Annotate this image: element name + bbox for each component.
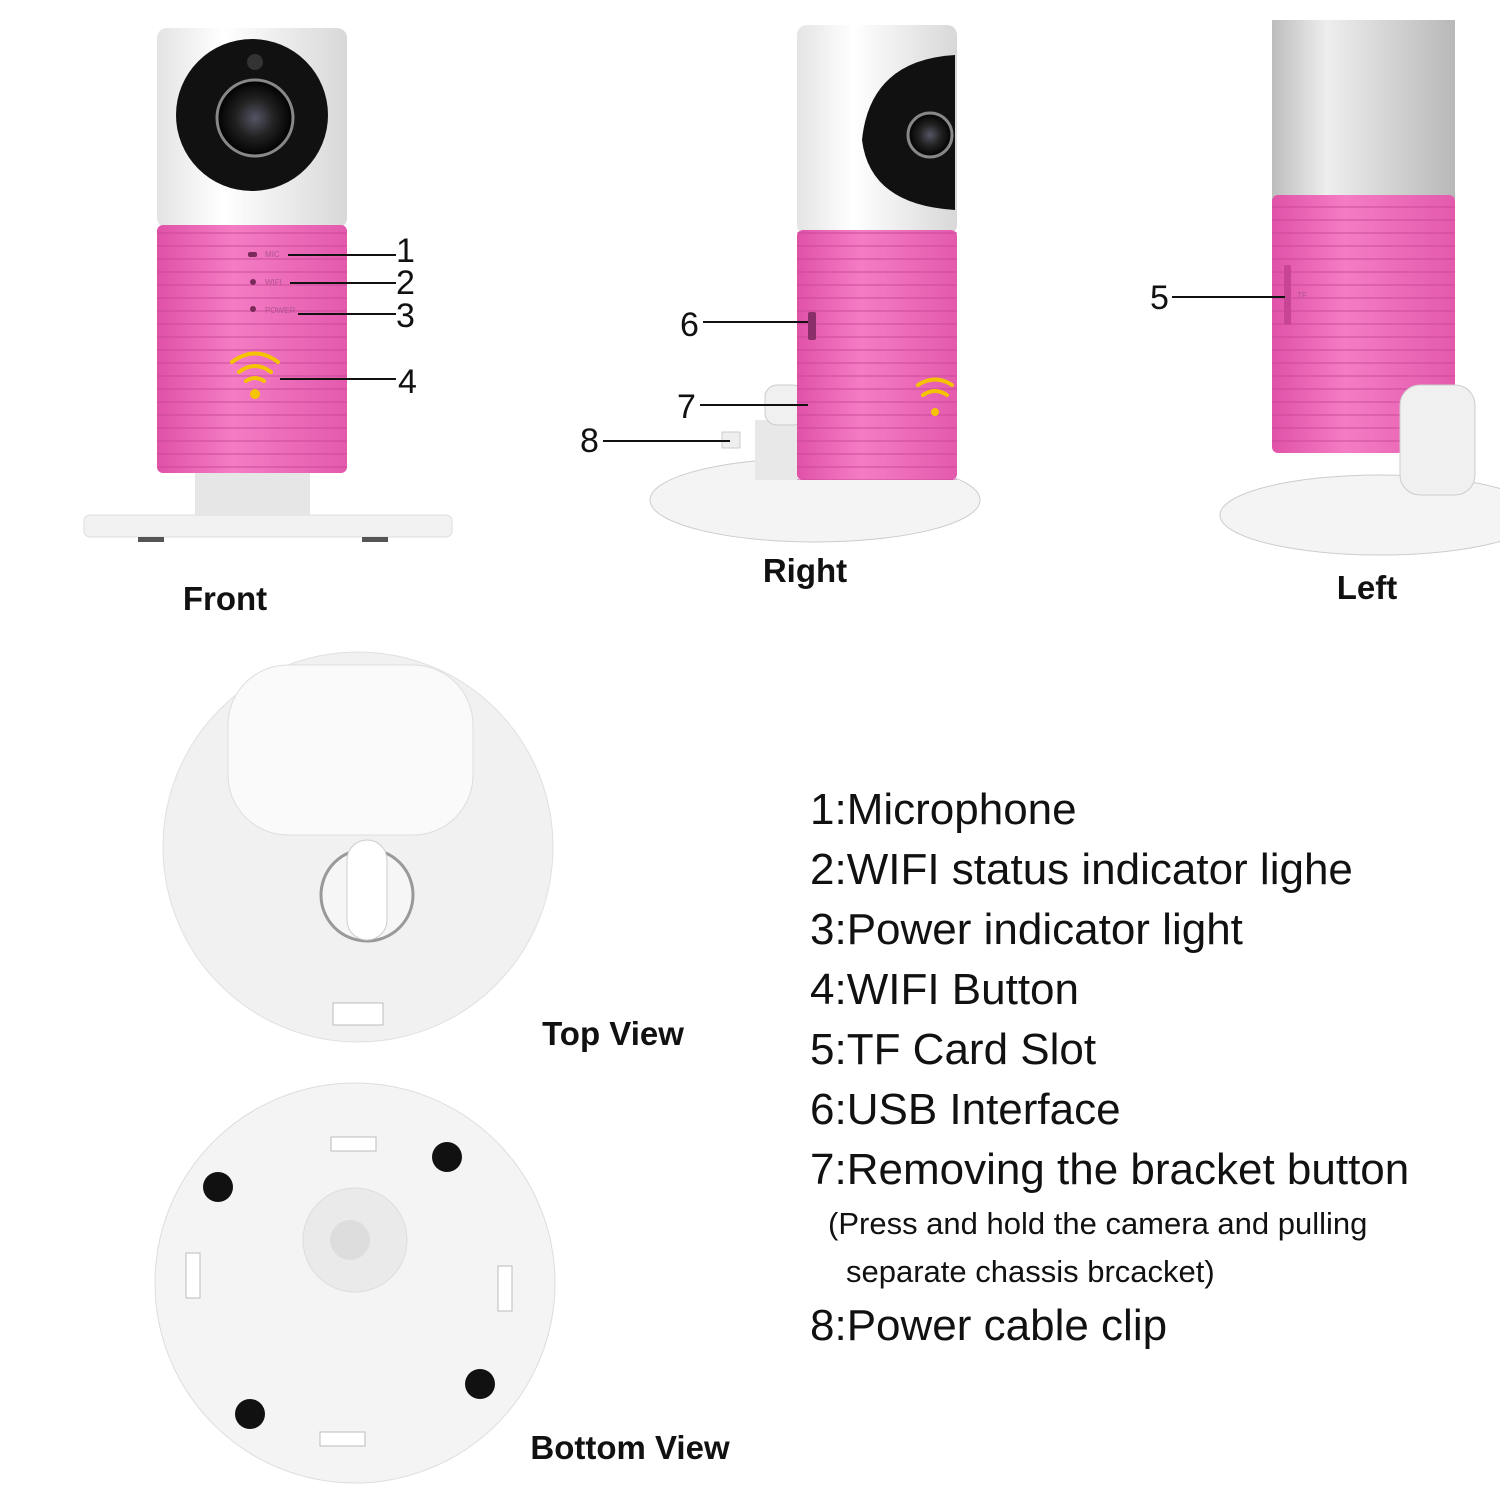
legend-item-5: 5:TF Card Slot xyxy=(810,1025,1097,1074)
legend-note-line-2: separate chassis brcacket) xyxy=(846,1254,1215,1289)
callout-7: 7 xyxy=(677,388,696,426)
top-view-label: Top View xyxy=(542,1015,684,1052)
tf-label: TF xyxy=(1297,291,1307,300)
legend-item-4: 4:WIFI Button xyxy=(810,965,1079,1014)
top-view-base xyxy=(162,651,554,1043)
front-view-label: Front xyxy=(182,580,268,617)
callout-5: 5 xyxy=(1150,279,1169,317)
bottom-view-base xyxy=(154,1082,556,1484)
legend-item-1: 1:Microphone xyxy=(810,785,1077,834)
right-view-label: Right xyxy=(762,552,848,589)
callout-8: 8 xyxy=(580,422,599,460)
power-label: POWER xyxy=(265,306,295,315)
legend-item-2: 2:WIFI status indicator lighe xyxy=(810,845,1353,894)
left-view-label: Left xyxy=(1336,569,1398,606)
callout-4: 4 xyxy=(398,363,417,401)
callout-3: 3 xyxy=(396,297,415,335)
callout-2: 2 xyxy=(396,264,415,302)
right-camera xyxy=(603,25,981,543)
mic-label: MIC xyxy=(265,250,280,259)
legend-item-8: 8:Power cable clip xyxy=(810,1301,1168,1350)
callout-6: 6 xyxy=(680,306,699,344)
parts-legend: 1:Microphone 2:WIFI status indicator lig… xyxy=(810,780,1409,1356)
left-camera: TF xyxy=(1172,20,1500,556)
legend-item-3: 3:Power indicator light xyxy=(810,905,1243,954)
bottom-view-label: Bottom View xyxy=(530,1429,730,1466)
legend-item-6: 6:USB Interface xyxy=(810,1085,1121,1134)
wifi-button-icon xyxy=(230,351,280,399)
front-camera: MIC WIFI POWER xyxy=(83,28,453,542)
legend-item-7: 7:Removing the bracket button xyxy=(810,1145,1410,1194)
wifi-label: WIFI xyxy=(265,278,282,287)
legend-note-line-1: (Press and hold the camera and pulling xyxy=(828,1206,1368,1241)
callout-1: 1 xyxy=(396,232,415,270)
